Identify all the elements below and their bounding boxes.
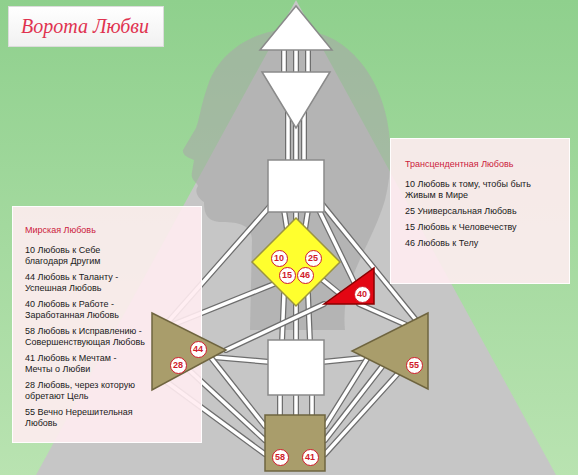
title-text: Ворота Любви [21, 14, 149, 38]
list-item: 28 Любовь, через которую обретают Цель [25, 380, 145, 402]
center-shape [324, 268, 374, 304]
list-item: 15 Любовь к Человечеству [405, 222, 557, 233]
center-outline [152, 313, 226, 390]
center-shape [352, 313, 428, 389]
transcendent-love-panel: Трансцендентная Любовь 10 Любовь к тому, … [390, 138, 570, 284]
channel-outline [325, 374, 398, 454]
sacral-center-square [268, 340, 324, 395]
gate-number: 55 [406, 357, 423, 374]
gate-number: 44 [190, 341, 207, 358]
gate-number: 25 [305, 250, 322, 267]
list-item: 25 Универсальная Любовь [405, 206, 557, 217]
list-item: 55 Вечно Нерешительная Любовь [25, 407, 145, 429]
list-item: 10 Любовь к тому, чтобы быть Живым в Мир… [405, 179, 557, 201]
title-box: Ворота Любви [8, 6, 164, 47]
channel-outline [226, 304, 324, 350]
channel-connector [359, 304, 405, 324]
spleen-center-triangle: 4428 [152, 313, 226, 390]
center-shape [265, 415, 325, 471]
ajna-center-triangle [262, 72, 330, 128]
list-item: 40 Любовь к Работе - Заработанная Любовь [25, 299, 145, 321]
center-shape [252, 218, 340, 306]
ego-center-triangle: 40 [324, 268, 374, 304]
gate-number: 15 [279, 267, 296, 284]
list-item: 44 Любовь к Таланту - Успешная Любовь [25, 272, 145, 294]
solar-plexus-triangle: 55 [352, 313, 428, 389]
center-outline [252, 218, 340, 306]
channel-outline [211, 358, 265, 426]
head-center-triangle [260, 6, 332, 50]
list-item: 58 Любовь к Исправлению - Совершенствующ… [25, 326, 145, 348]
center-outline [352, 313, 428, 389]
channel-line [226, 304, 324, 350]
channel-line [211, 358, 265, 426]
gate-number: 41 [302, 449, 319, 466]
g-center-diamond: 10 25 1546 [252, 218, 340, 306]
center-shape [152, 313, 226, 390]
channel-connector [226, 304, 324, 350]
channel-connector [211, 358, 265, 426]
channel-connector [322, 280, 339, 294]
gate-number: 10 [271, 250, 288, 267]
list-item: 46 Любовь к Телу [405, 238, 557, 249]
list-item: 41 Любовь к Мечтам - Мечты о Любви [25, 353, 145, 375]
gate-number: 28 [170, 357, 187, 374]
gate-number: 58 [272, 449, 289, 466]
panel-heading: Мирская Любовь [25, 225, 145, 236]
list-item: 10 Любовь к Себе благодаря Другим [25, 245, 145, 267]
channel-connector [325, 374, 398, 454]
panel-heading: Трансцендентная Любовь [405, 159, 557, 170]
gate-number: 46 [297, 267, 314, 284]
channel-line [322, 280, 339, 294]
head-silhouette [183, 29, 391, 330]
channel-outline [322, 280, 339, 294]
channel-outline [359, 304, 405, 324]
gate-number: 40 [354, 286, 371, 303]
throat-center-square [268, 160, 324, 212]
channel-line [325, 374, 398, 454]
root-center-square: 58 41 [265, 415, 325, 471]
channel-line [359, 304, 405, 324]
